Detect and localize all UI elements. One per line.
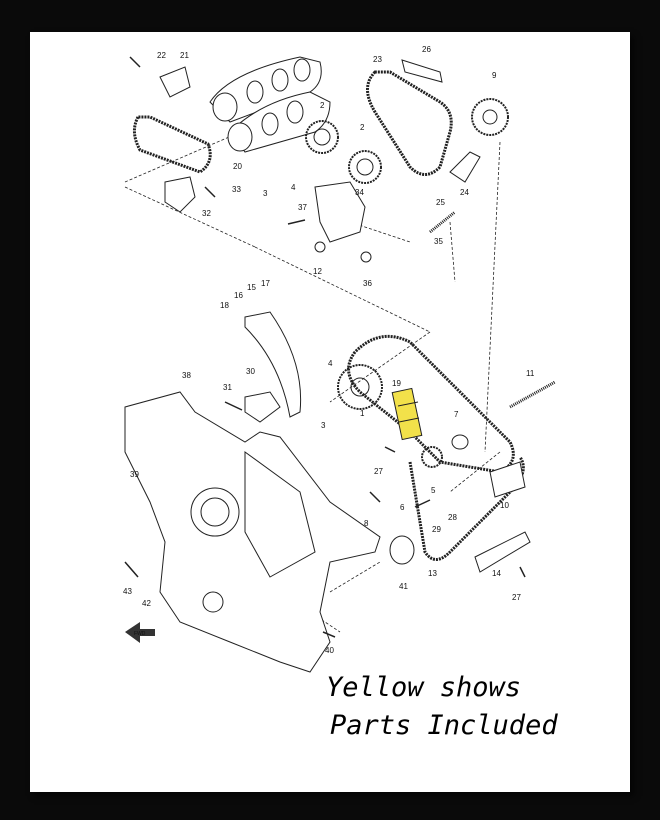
label-5: 5: [431, 486, 436, 495]
label-40: 40: [325, 646, 334, 655]
note-line-1: Yellow shows: [326, 672, 522, 703]
label-41: 41: [399, 582, 408, 591]
label-23: 23: [373, 55, 382, 64]
chain-20: [133, 115, 212, 174]
label-22: 22: [157, 51, 166, 60]
label-9: 9: [492, 71, 497, 80]
label-27b: 27: [512, 593, 521, 602]
label-4b: 4: [328, 359, 333, 368]
label-8: 8: [364, 519, 369, 528]
camshaft-lower: [227, 91, 331, 153]
label-17: 17: [261, 279, 270, 288]
bolts: [124, 56, 526, 638]
label-37: 37: [298, 203, 307, 212]
label-18: 18: [220, 301, 229, 310]
label-39: 39: [130, 470, 139, 479]
tensioner-30: [244, 391, 281, 423]
label-2a: 2: [320, 101, 325, 110]
svg-text:FWD: FWD: [134, 631, 146, 637]
label-21: 21: [180, 51, 189, 60]
label-38: 38: [182, 371, 191, 380]
label-10: 10: [500, 501, 509, 510]
label-30: 30: [246, 367, 255, 376]
label-3a: 3: [263, 189, 268, 198]
label-11: 11: [526, 369, 535, 378]
camshaft-upper: [209, 56, 322, 123]
sprocket-9: [471, 98, 509, 136]
label-29: 29: [432, 525, 441, 534]
label-7: 7: [454, 410, 459, 419]
tensioner-24: [449, 151, 481, 183]
label-4a: 4: [291, 183, 296, 192]
label-31: 31: [223, 383, 232, 392]
main-timing-chain: [347, 334, 515, 474]
highlighted-part-19: [391, 387, 423, 441]
label-16: 16: [234, 291, 243, 300]
label-36: 36: [363, 279, 372, 288]
sprocket-2b: [348, 150, 382, 184]
guide-15: [244, 311, 302, 418]
label-1: 1: [360, 409, 365, 418]
label-15: 15: [247, 283, 256, 292]
sensor-32: [164, 176, 196, 213]
label-43: 43: [123, 587, 132, 596]
label-26: 26: [422, 45, 431, 54]
sprocket-1: [337, 364, 383, 410]
label-33: 33: [232, 185, 241, 194]
idler-5: [421, 446, 443, 468]
label-13: 13: [428, 569, 437, 578]
note-line-2: Parts Included: [330, 710, 558, 741]
sprocket-41: [389, 535, 415, 565]
label-14: 14: [492, 569, 501, 578]
label-32: 32: [202, 209, 211, 218]
guide-14: [474, 531, 531, 573]
chain-23: [366, 70, 453, 176]
label-24: 24: [460, 188, 469, 197]
label-12: 12: [313, 267, 322, 276]
front-arrow-icon: FWD: [125, 622, 155, 643]
diagram-sheet: FWD 22 21 23 26 9 2 2 20 33 32 3 4 34 37…: [30, 32, 630, 792]
part-labels: 22 21 23 26 9 2 2 20 33 32 3 4 34 37 25 …: [123, 45, 535, 655]
label-19: 19: [392, 379, 401, 388]
label-27a: 27: [374, 467, 383, 476]
label-25: 25: [436, 198, 445, 207]
sprocket-2a: [305, 120, 339, 154]
tensioner-bracket: [314, 181, 366, 243]
label-3b: 3: [321, 421, 326, 430]
label-28: 28: [448, 513, 457, 522]
guide-26: [401, 59, 443, 83]
label-6: 6: [400, 503, 405, 512]
label-42: 42: [142, 599, 151, 608]
label-2b: 2: [360, 123, 365, 132]
timing-chain-exploded-diagram: FWD 22 21 23 26 9 2 2 20 33 32 3 4 34 37…: [123, 45, 556, 673]
label-20: 20: [233, 162, 242, 171]
timing-cover-38: [124, 391, 381, 673]
label-34: 34: [355, 188, 364, 197]
label-35: 35: [434, 237, 443, 246]
